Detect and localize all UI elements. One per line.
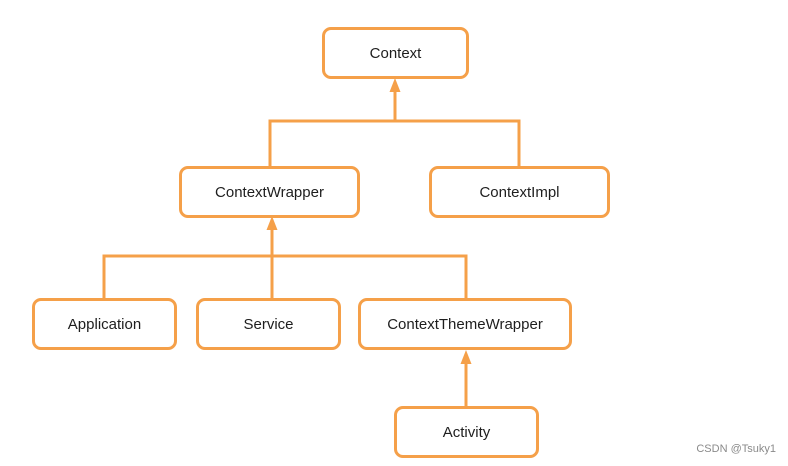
node-label: ContextWrapper	[215, 183, 324, 201]
edge-contextwrapper-to-context	[268, 88, 397, 166]
node-label: Context	[369, 44, 422, 62]
edge-contextimpl-to-context	[395, 119, 521, 166]
node-service: Service	[196, 298, 341, 350]
node-label: ContextThemeWrapper	[387, 315, 543, 333]
arrowhead-to-contextwrapper	[266, 216, 278, 230]
node-activity: Activity	[394, 406, 539, 458]
edge-contextthemewrapper-to-contextwrapper	[272, 254, 468, 298]
node-context: Context	[322, 27, 469, 79]
arrowhead-to-contextthemewrapper	[460, 350, 472, 364]
node-label: Service	[243, 315, 294, 333]
node-contextwrapper: ContextWrapper	[179, 166, 360, 218]
node-contextthemewrapper: ContextThemeWrapper	[358, 298, 572, 350]
watermark-text: CSDN @Tsuky1	[696, 443, 776, 455]
node-contextimpl: ContextImpl	[429, 166, 610, 218]
node-application: Application	[32, 298, 177, 350]
node-label: Activity	[442, 423, 491, 441]
node-label: Application	[67, 315, 142, 333]
arrowhead-to-context	[389, 78, 401, 92]
edge-application-to-contextwrapper	[102, 254, 272, 298]
node-label: ContextImpl	[479, 183, 560, 201]
